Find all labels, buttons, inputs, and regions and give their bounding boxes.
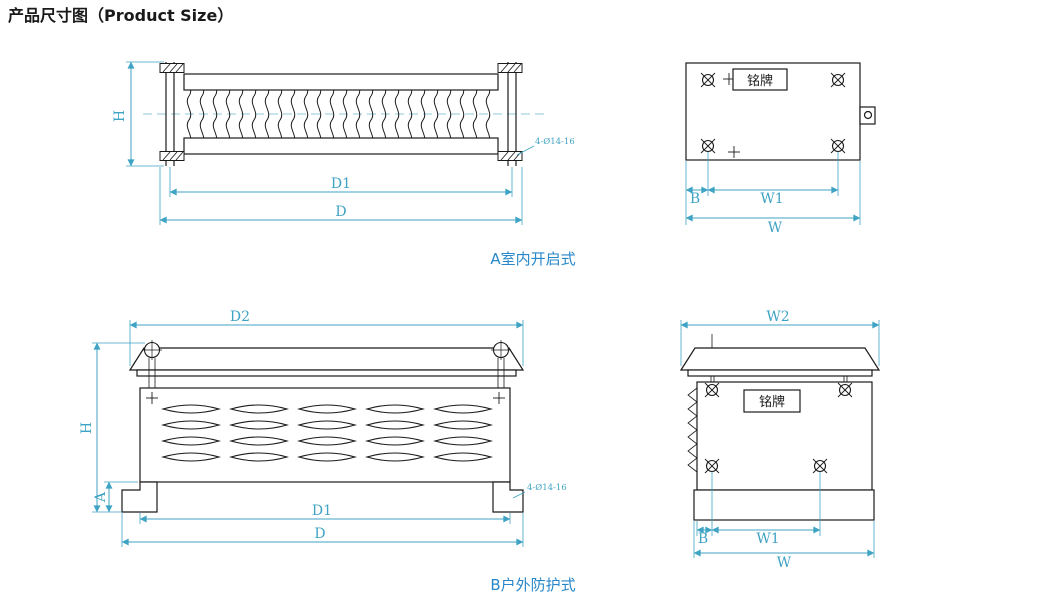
rain-cover bbox=[679, 347, 881, 382]
hole-callout: 4-Ø14-16 bbox=[512, 482, 567, 499]
dim-label-d: D bbox=[314, 526, 325, 542]
side-fins bbox=[687, 387, 698, 473]
terminal-tab bbox=[859, 106, 876, 125]
dim-label-d1: D1 bbox=[331, 176, 351, 192]
mounting-bolt bbox=[497, 151, 523, 161]
right-mounting-bracket bbox=[497, 62, 523, 166]
dim-label-w2: W2 bbox=[766, 309, 789, 325]
dim-label-d1: D1 bbox=[312, 503, 332, 519]
lifting-bolts bbox=[141, 339, 512, 388]
section-a-front-view: H D1 D 4-Ø14-16 bbox=[112, 61, 575, 225]
dim-label-d: D bbox=[335, 204, 346, 220]
nameplate: 铭牌 bbox=[732, 68, 788, 91]
mounting-hole bbox=[837, 382, 853, 398]
dimension-d1: D1 bbox=[139, 503, 511, 524]
base-plinth bbox=[693, 489, 875, 521]
hole-callout-label: 4-Ø14-16 bbox=[527, 482, 567, 493]
dim-label-a: A bbox=[93, 491, 109, 503]
dim-label-w1: W1 bbox=[756, 531, 779, 547]
left-foot bbox=[121, 481, 158, 513]
dim-label-d2: D2 bbox=[230, 309, 250, 325]
nameplate: 铭牌 bbox=[743, 389, 801, 413]
rain-cover bbox=[128, 347, 525, 377]
mounting-hole bbox=[812, 458, 828, 474]
dimension-h: H bbox=[79, 342, 145, 513]
dimension-d1: D1 bbox=[169, 167, 513, 197]
section-b-caption: B户外防护式 bbox=[490, 576, 575, 594]
section-a-caption: A室内开启式 bbox=[490, 250, 575, 268]
hole-callout-label: 4-Ø14-16 bbox=[535, 136, 575, 147]
section-b-front-view: D2 bbox=[79, 309, 567, 547]
dimension-b-w1: B W1 bbox=[685, 152, 839, 225]
louvered-body bbox=[139, 387, 511, 483]
left-mounting-bracket bbox=[159, 62, 185, 166]
resistor-top-rail bbox=[183, 73, 499, 91]
mounting-hole bbox=[830, 72, 846, 88]
mounting-bolt bbox=[497, 63, 523, 73]
hole-callout: 4-Ø14-16 bbox=[516, 136, 575, 156]
section-a-side-view: 铭牌 B W1 W bbox=[685, 62, 876, 236]
mounting-hole bbox=[700, 138, 716, 154]
dimension-d2: D2 bbox=[129, 309, 524, 366]
nameplate-label: 铭牌 bbox=[759, 394, 785, 410]
mounting-hole bbox=[830, 138, 846, 154]
dim-label-w: W bbox=[768, 220, 783, 236]
mounting-hole bbox=[704, 382, 720, 398]
mounting-hole bbox=[700, 72, 716, 88]
dim-label-w: W bbox=[777, 555, 792, 571]
dim-label-b: B bbox=[698, 531, 708, 547]
dimension-w: W bbox=[693, 521, 875, 571]
nameplate-label: 铭牌 bbox=[747, 73, 773, 89]
dim-label-b: B bbox=[690, 191, 700, 207]
mounting-hole bbox=[704, 458, 720, 474]
right-foot bbox=[492, 481, 524, 513]
dimension-b-w1: B W1 bbox=[696, 472, 821, 547]
resistor-bottom-rail bbox=[183, 137, 499, 155]
dimension-d: D bbox=[121, 513, 524, 547]
dim-label-w1: W1 bbox=[760, 191, 783, 207]
section-b-side-view: W2 铭牌 bbox=[679, 309, 881, 571]
dimension-a: A bbox=[93, 481, 138, 513]
dimension-w: W bbox=[685, 161, 861, 236]
page-title: 产品尺寸图（Product Size） bbox=[8, 6, 233, 25]
mounting-bolt bbox=[159, 63, 185, 73]
mounting-bolt bbox=[159, 151, 185, 161]
resistor-elements bbox=[184, 90, 498, 138]
dim-label-h: H bbox=[79, 422, 95, 434]
dimension-w2: W2 bbox=[680, 309, 880, 366]
dimension-d: D bbox=[159, 167, 523, 225]
dimension-h: H bbox=[112, 61, 164, 167]
dim-label-h: H bbox=[112, 110, 128, 122]
